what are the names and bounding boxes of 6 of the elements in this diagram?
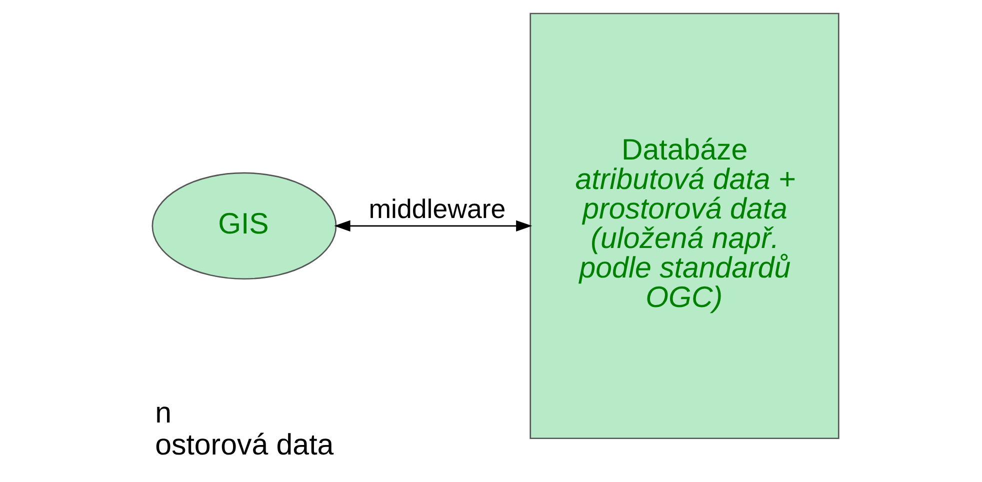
arrow xyxy=(334,220,532,232)
edge-label: middleware xyxy=(368,194,506,224)
node-ellipse: GIS xyxy=(151,172,336,280)
node-box: Databáze atributová data + prostorová data (uložená např. podle standardů OGC) xyxy=(529,12,839,440)
label: n xyxy=(154,396,171,430)
label: ostorová data xyxy=(154,428,334,462)
